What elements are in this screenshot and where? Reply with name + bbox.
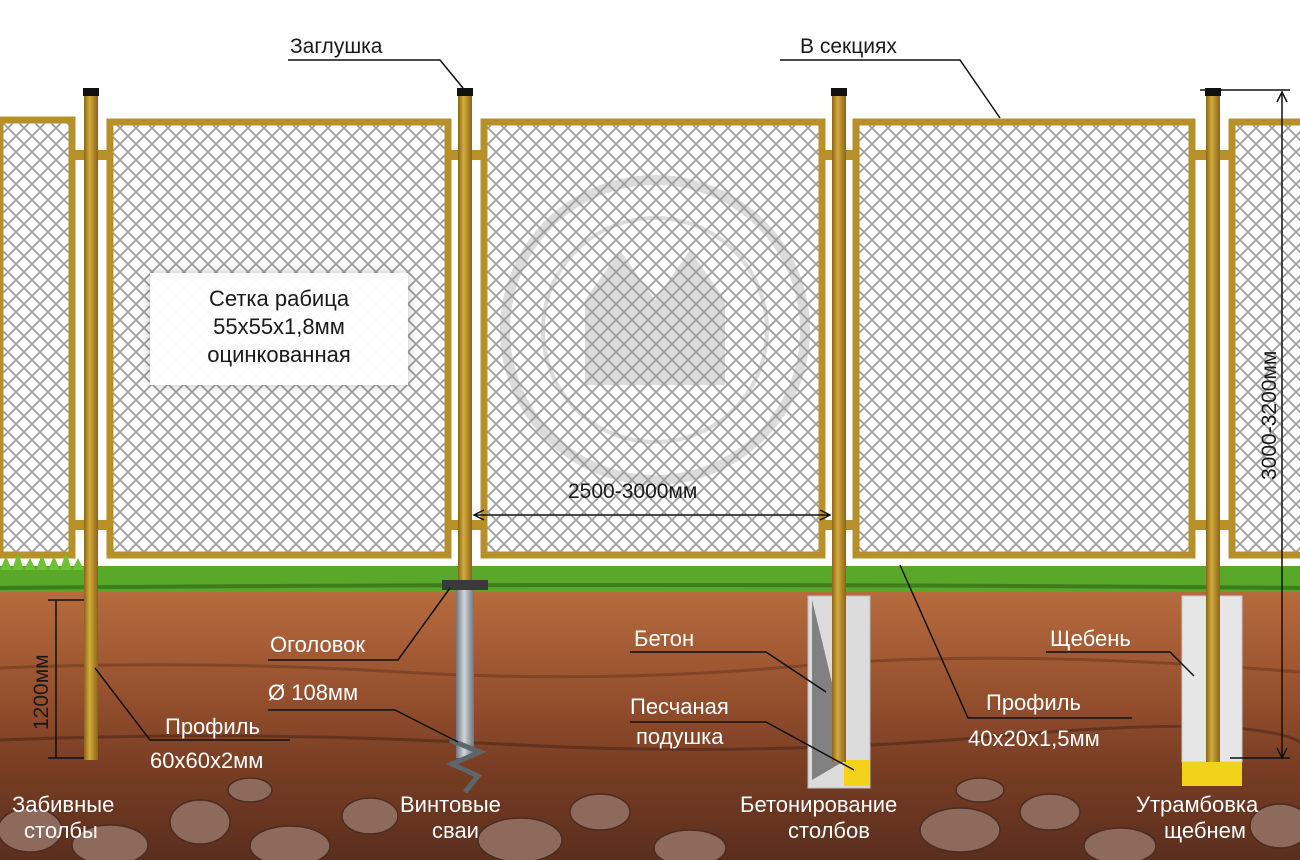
label-depth: 1200мм [30, 654, 53, 730]
depth-dimension [48, 599, 84, 759]
mesh-line-3: оцинкованная [207, 342, 351, 367]
label-method-3b: столбов [788, 818, 870, 843]
soil-layer-line [0, 656, 1300, 679]
label-method-2a: Винтовые [400, 792, 501, 817]
label-gravel: Щебень [1050, 626, 1131, 651]
label-method-1a: Забивные [12, 792, 114, 817]
label-method-4a: Утрамбовка [1136, 792, 1259, 817]
label-profile-post-1: Профиль [165, 714, 260, 739]
label-method-3a: Бетонирование [740, 792, 897, 817]
label-method-1b: столбы [24, 818, 98, 843]
soil-layer-line-2 [0, 724, 1300, 751]
label-span: 2500-3000мм [568, 480, 697, 503]
label-diameter: Ø 108мм [268, 680, 358, 705]
label-concrete: Бетон [634, 626, 694, 651]
height-dimension [1200, 89, 1290, 760]
gravel-post [1206, 94, 1220, 762]
driven-post [84, 94, 98, 760]
label-method-2b: сваи [432, 818, 479, 843]
label-sections: В секциях [800, 35, 897, 58]
grass [0, 552, 1300, 592]
span-dimension [472, 509, 832, 521]
mesh-panels [0, 116, 1300, 559]
watermark [500, 175, 810, 485]
concrete-post [832, 94, 846, 762]
screw-pile-post [458, 94, 472, 584]
label-profile-frame-1: Профиль [986, 690, 1081, 715]
leader-lines [94, 59, 1195, 771]
mesh-callout: Сетка рабица 55x55x1,8мм оцинкованная [150, 273, 408, 385]
label-sand-2: подушка [636, 724, 724, 749]
label-sand-1: Песчаная [630, 694, 729, 719]
label-profile-post-2: 60x60x2мм [150, 748, 263, 773]
mesh-line-2: 55x55x1,8мм [213, 314, 345, 339]
screw-pile [442, 580, 488, 794]
mesh-line-1: Сетка рабица [208, 286, 350, 311]
label-height: 3000-3200мм [1258, 351, 1281, 480]
label-head: Оголовок [270, 632, 365, 657]
sand-cushion [844, 760, 870, 786]
label-profile-frame-2: 40x20x1,5мм [968, 726, 1100, 751]
posts [83, 88, 1221, 762]
label-method-4b: щебнем [1164, 818, 1246, 843]
stones [0, 777, 1300, 860]
label-plug: Заглушка [290, 35, 383, 58]
